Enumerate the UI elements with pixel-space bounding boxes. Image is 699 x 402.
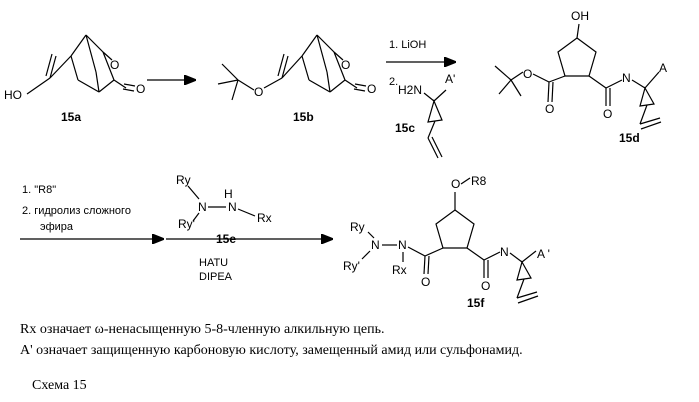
aprime-definition-note: A' означает защищенную карбоновую кислот… (20, 343, 523, 359)
15f-ry-atom: Ry (350, 220, 365, 234)
15c-aprime-atom: A' (445, 72, 455, 86)
15f-aprime-atom: A ' (537, 247, 550, 261)
15e-rx-atom: Rx (257, 211, 272, 225)
15e-n1-atom: N (198, 200, 207, 214)
15d-oh-atom: OH (571, 9, 589, 23)
15f-carbonyl2-oxygen: O (481, 279, 490, 293)
compound-15e: Ry Ry' N H N Rx 15e (176, 173, 272, 246)
15d-a-atom: A (659, 61, 667, 75)
15d-label: 15d (619, 131, 640, 145)
step3-condition-2: DIPEA (199, 271, 233, 283)
15a-ring-oxygen: O (110, 58, 119, 72)
15e-ry-atom: Ry (176, 173, 191, 187)
15a-label: 15a (61, 110, 81, 124)
15f-carbonyl1-oxygen: O (421, 275, 430, 289)
compound-15b: O O O 15b (218, 35, 376, 124)
15f-n1-atom: N (371, 238, 380, 252)
15f-label: 15f (467, 296, 485, 310)
15b-keto-oxygen: O (367, 82, 376, 96)
15f-rx-atom: Rx (392, 263, 407, 277)
step1-condition-1: 1. LiOH (389, 39, 426, 51)
15c-label: 15c (395, 121, 415, 135)
rx-definition-note: Rx означает ω-ненасыщенную 5-8-членную а… (20, 322, 384, 338)
15d-ester-oxygen: O (523, 67, 532, 81)
compound-15f: O R8 O N Rx N Ry Ry' O N A ' 15f (343, 174, 550, 310)
compound-15c: H2N A' 15c (395, 72, 455, 158)
15f-ryprime-atom: Ry' (343, 259, 360, 273)
15a-keto-oxygen: O (136, 82, 145, 96)
15f-n2-atom: N (398, 238, 407, 252)
15b-label: 15b (293, 110, 314, 124)
15f-ether-oxygen: O (451, 177, 460, 191)
15e-h-atom: H (224, 187, 233, 201)
15d-carbonyl1-oxygen: O (545, 102, 554, 116)
15b-ester-oxygen: O (254, 85, 263, 99)
15d-carbonyl2-oxygen: O (603, 107, 612, 121)
15e-n2-atom: N (228, 200, 237, 214)
step2-condition-3: эфира (40, 221, 74, 233)
scheme-caption: Схема 15 (32, 378, 87, 394)
reaction-scheme: HO O O 15a O O O 15b 1. LiOH 2. (0, 0, 699, 320)
step2-condition-2: 2. гидролиз сложного (22, 205, 131, 217)
15e-ryprime-atom: Ry' (178, 217, 195, 231)
step3-condition-1: HATU (199, 257, 228, 269)
step1-condition-2: 2. (389, 76, 398, 88)
15f-amide-nitrogen: N (500, 245, 509, 259)
compound-15d: OH O O O N A 15d (495, 9, 667, 145)
15c-h2n-atom: H2N (398, 83, 422, 97)
15b-ring-oxygen: O (341, 58, 350, 72)
step2-condition-1: 1. "R8" (22, 184, 56, 196)
15f-r8-atom: R8 (471, 174, 487, 188)
15a-ho-atom: HO (4, 88, 22, 102)
compound-15a: HO O O 15a (4, 35, 145, 124)
15d-amide-nitrogen: N (622, 71, 631, 85)
